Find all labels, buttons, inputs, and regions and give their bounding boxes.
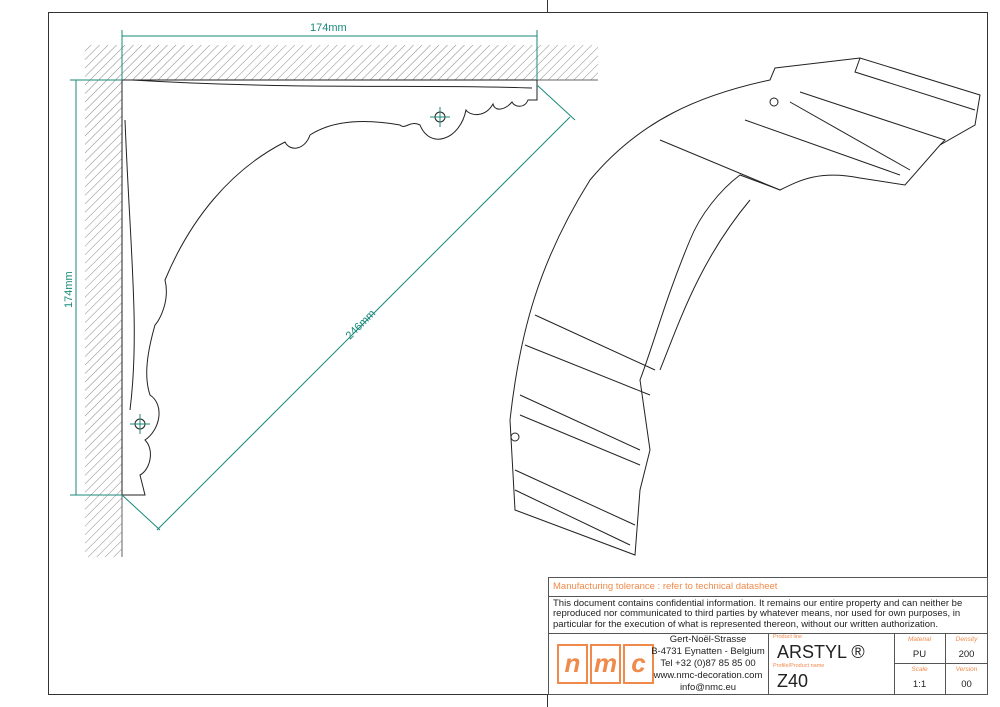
ceiling-hatch	[85, 45, 598, 80]
fold-mark-bottom	[547, 695, 548, 707]
address-website: www.nmc-decoration.com	[653, 670, 763, 681]
logo-letter: c	[623, 644, 654, 684]
density-cell: Density 200	[946, 634, 987, 664]
title-block: Manufacturing tolerance : refer to techn…	[548, 576, 988, 695]
fold-mark-top	[547, 0, 548, 12]
tolerance-note: Manufacturing tolerance : refer to techn…	[549, 578, 987, 597]
product-line-label: Product line	[773, 634, 803, 640]
dim-width-label: 174mm	[310, 22, 347, 34]
material-label: Material	[907, 636, 932, 643]
dimension-lines	[70, 30, 576, 531]
dim-diagonal-label: 246mm	[344, 308, 378, 342]
scale-label: Scale	[911, 666, 928, 673]
nmc-logo: n m c	[557, 644, 654, 684]
logo-letter: n	[557, 644, 588, 684]
address-city: B-4731 Eynatten - Belgium	[651, 646, 765, 657]
density-label: Density	[955, 636, 978, 643]
version-value: 00	[961, 679, 972, 690]
profile-section-outline	[121, 79, 538, 496]
confidentiality-notice: This document contains confidential info…	[549, 597, 987, 634]
version-cell: Version 00	[946, 664, 987, 694]
scale-cell: Scale 1:1	[894, 664, 946, 694]
version-label: Version	[955, 666, 978, 673]
wall-hatch	[85, 80, 122, 557]
company-address: Gert-Noël-Strasse B-4731 Eynatten - Belg…	[649, 634, 767, 694]
product-name-label: Profile/Product name	[773, 663, 825, 669]
product-name: Z40	[777, 671, 809, 691]
logo-letter: m	[590, 644, 621, 684]
material-value: PU	[912, 649, 927, 660]
profile-3d-view	[509, 57, 981, 556]
sheet-frame	[48, 12, 988, 695]
address-street: Gert-Noël-Strasse	[669, 634, 747, 645]
product-info: Product line ARSTYL ® Profile/Product na…	[768, 634, 895, 694]
address-phone: Tel +32 (0)87 85 85 00	[660, 658, 756, 669]
scale-value: 1:1	[912, 679, 927, 690]
density-value: 200	[958, 649, 975, 660]
material-cell: Material PU	[894, 634, 946, 664]
address-email: info@nmc.eu	[679, 682, 737, 693]
product-line: ARSTYL ®	[777, 642, 865, 662]
dim-height-label: 174mm	[63, 271, 75, 308]
